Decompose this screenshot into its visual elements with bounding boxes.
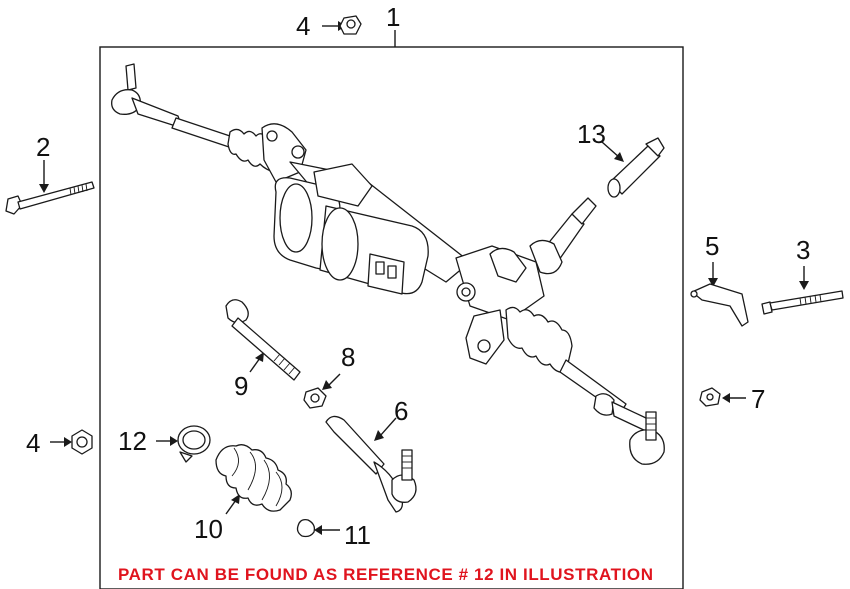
callout-12: 12 bbox=[118, 426, 147, 456]
nut-part-4-left bbox=[50, 429, 93, 455]
callout-4-top: 4 bbox=[296, 11, 311, 41]
cap-part-11 bbox=[296, 518, 340, 538]
callout-2: 2 bbox=[36, 132, 51, 162]
inner-tie-rod-part-9 bbox=[225, 299, 301, 381]
nut-part-4-top bbox=[322, 15, 362, 35]
diagram-frame bbox=[99, 46, 684, 589]
callout-3: 3 bbox=[796, 235, 811, 265]
reference-notice: PART CAN BE FOUND AS REFERENCE # 12 IN I… bbox=[118, 565, 654, 584]
callout-10: 10 bbox=[194, 514, 223, 544]
tie-rod-end-part-6 bbox=[325, 415, 417, 513]
clamp-part-12 bbox=[156, 425, 211, 463]
boot-part-10 bbox=[215, 444, 292, 515]
bolt-part-2 bbox=[5, 160, 95, 215]
callout-5: 5 bbox=[705, 231, 720, 261]
nut-part-7 bbox=[699, 387, 746, 407]
callout-11: 11 bbox=[344, 520, 371, 550]
bolt-part-3 bbox=[761, 266, 844, 315]
nut-part-8 bbox=[303, 373, 341, 409]
callout-1: 1 bbox=[386, 2, 401, 32]
callout-6: 6 bbox=[394, 396, 409, 426]
steering-rack-part-1 bbox=[111, 63, 665, 465]
connector-part-13 bbox=[601, 137, 665, 198]
callout-13: 13 bbox=[577, 119, 606, 149]
bracket-part-5 bbox=[690, 262, 749, 327]
callout-8: 8 bbox=[341, 342, 356, 372]
callout-4-left: 4 bbox=[26, 428, 41, 458]
callout-9: 9 bbox=[234, 371, 249, 401]
callout-7: 7 bbox=[751, 384, 766, 414]
